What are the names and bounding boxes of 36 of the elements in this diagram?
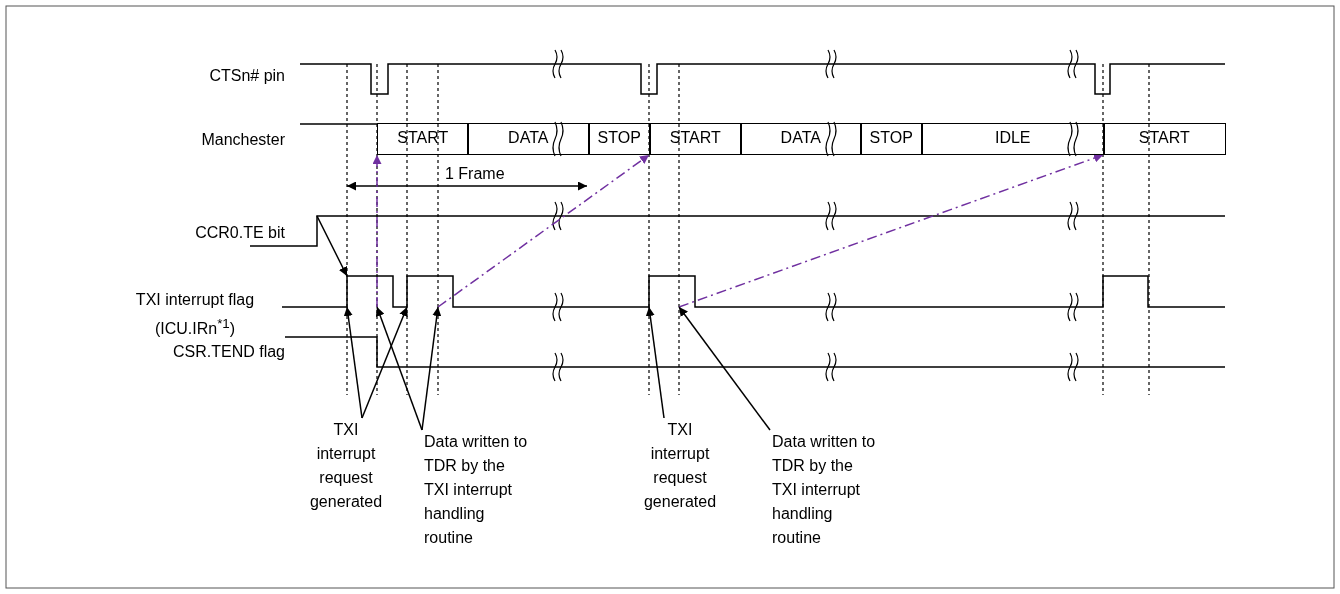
signal-label: CCR0.TE bit (195, 223, 285, 243)
annotation-text: Data written to TDR by the TXI interrupt handling routine (772, 430, 878, 550)
frame-segment: IDLE (921, 123, 1105, 155)
leader-line (645, 306, 665, 419)
leader-line (361, 306, 408, 419)
signal-label: Manchester (201, 130, 285, 150)
signal-label: CSR.TEND flag (172, 342, 285, 362)
annotation-text: Data written to TDR by the TXI interrupt handling routine (424, 430, 530, 550)
leader-line (375, 306, 423, 431)
guide-line (437, 63, 439, 396)
guide-line (406, 63, 408, 396)
leader-line (343, 306, 363, 419)
annotation-text: TXI interrupt request generated (306, 418, 386, 514)
leader-line (421, 306, 442, 431)
guide-line (346, 63, 348, 396)
frame-segment: STOP (860, 123, 923, 155)
frame-segment: STOP (588, 123, 651, 155)
frame-segment: START (1103, 123, 1226, 155)
signal-label: TXI interrupt flag (ICU.IRn$^{*1}$) (134, 290, 256, 340)
frame-segment: START (377, 123, 469, 155)
annotation-text: TXI interrupt request generated (640, 418, 720, 514)
guide-line (678, 63, 680, 396)
signal-label: CTSn# pin (209, 66, 285, 86)
arrow (316, 215, 348, 277)
arrow (437, 154, 650, 308)
guide-line (1148, 63, 1150, 396)
frame-segment: DATA (740, 123, 862, 155)
guide-line (1102, 63, 1104, 396)
guide-line (376, 63, 378, 396)
dimension-label: 1 Frame (445, 164, 505, 184)
arrow (372, 154, 382, 308)
frame-segment: DATA (467, 123, 590, 155)
leader-line (678, 306, 771, 431)
guide-line (648, 63, 650, 396)
frame-segment: START (649, 123, 742, 155)
arrow (678, 153, 1104, 308)
